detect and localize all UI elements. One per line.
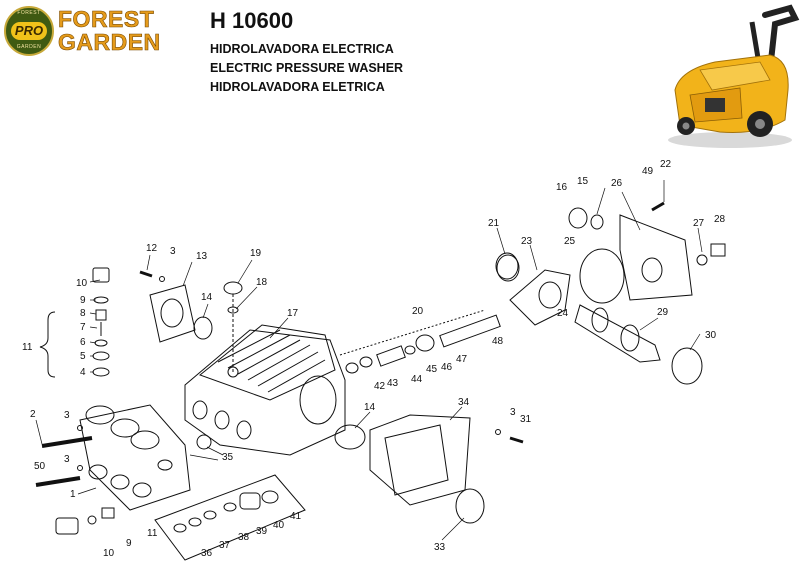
part-label-24: 24 bbox=[557, 308, 569, 319]
part-label-13: 13 bbox=[196, 251, 208, 262]
part-label-50: 50 bbox=[34, 461, 46, 472]
part-label-19: 19 bbox=[250, 248, 262, 259]
pressure-washer-photo bbox=[668, 4, 800, 148]
part-label-36: 36 bbox=[201, 548, 213, 559]
part-label-10: 10 bbox=[76, 278, 88, 289]
part-label-25: 25 bbox=[564, 236, 576, 247]
part-label-16: 16 bbox=[556, 182, 568, 193]
part-label-4: 4 bbox=[80, 367, 86, 378]
part-label-3: 3 bbox=[510, 407, 516, 418]
part-label-45: 45 bbox=[426, 364, 438, 375]
part-label-35: 35 bbox=[222, 452, 234, 463]
part-label-3: 3 bbox=[64, 410, 70, 421]
part-label-44: 44 bbox=[411, 374, 423, 385]
crankcase-part-34 bbox=[334, 414, 524, 524]
part-label-22: 22 bbox=[660, 159, 672, 170]
part-label-26: 26 bbox=[611, 178, 623, 189]
oil-cap-part-19 bbox=[223, 281, 243, 372]
model-number: H 10600 bbox=[210, 8, 294, 33]
part-label-28: 28 bbox=[714, 214, 726, 225]
piston-seal-set bbox=[154, 474, 306, 561]
part-label-12: 12 bbox=[146, 243, 158, 254]
bolts bbox=[35, 425, 93, 487]
subtitle-english: ELECTRIC PRESSURE WASHER bbox=[210, 61, 404, 75]
part-label-42: 42 bbox=[374, 381, 386, 392]
part-label-6: 6 bbox=[80, 337, 86, 348]
part-label-5: 5 bbox=[80, 351, 86, 362]
part-label-29: 29 bbox=[657, 307, 669, 318]
part-label-46: 46 bbox=[441, 362, 453, 373]
part-label-14: 14 bbox=[364, 402, 376, 413]
part-label-9: 9 bbox=[126, 538, 132, 549]
part-label-30: 30 bbox=[705, 330, 717, 341]
side-plate-part-13 bbox=[149, 284, 213, 343]
part-label-34: 34 bbox=[458, 397, 470, 408]
part-label-37: 37 bbox=[219, 540, 231, 551]
part-label-20: 20 bbox=[412, 306, 424, 317]
part-label-17: 17 bbox=[287, 308, 299, 319]
part-label-49: 49 bbox=[642, 166, 654, 177]
part-label-38: 38 bbox=[238, 532, 250, 543]
leader-lines bbox=[35, 180, 703, 541]
part-label-41: 41 bbox=[290, 511, 302, 522]
brand-line-1: FOREST bbox=[58, 6, 155, 32]
valve-stack bbox=[92, 267, 110, 377]
pro-badge-icon: FOREST PRO GARDEN bbox=[4, 6, 54, 56]
part-label-48: 48 bbox=[492, 336, 504, 347]
rear-cover-part-26 bbox=[568, 201, 726, 304]
subtitle-spanish: HIDROLAVADORA ELECTRICA bbox=[210, 42, 394, 56]
part-label-47: 47 bbox=[456, 354, 468, 365]
manifold-part-1 bbox=[79, 404, 191, 511]
part-label-15: 15 bbox=[577, 176, 589, 187]
part-label-39: 39 bbox=[256, 526, 268, 537]
plunger-assembly bbox=[339, 309, 501, 374]
part-label-23: 23 bbox=[521, 236, 533, 247]
part-label-1: 1 bbox=[70, 489, 76, 500]
part-label-18: 18 bbox=[256, 277, 268, 288]
part-label-2: 2 bbox=[30, 409, 36, 420]
connecting-rod-part-23 bbox=[496, 254, 571, 326]
part-label-31: 31 bbox=[520, 414, 532, 425]
part-label-14: 14 bbox=[201, 292, 213, 303]
plug-assembly bbox=[55, 507, 115, 535]
part-label-7: 7 bbox=[80, 322, 86, 333]
part-label-40: 40 bbox=[273, 520, 285, 531]
part-label-11: 11 bbox=[147, 528, 158, 539]
part-label-21: 21 bbox=[488, 218, 500, 229]
part-label-9: 9 bbox=[80, 295, 86, 306]
bearing-part-21 bbox=[495, 252, 519, 280]
badge-pro-text: PRO bbox=[11, 22, 47, 40]
part-label-10: 10 bbox=[103, 548, 115, 559]
part-label-3: 3 bbox=[170, 246, 176, 257]
part-label-3: 3 bbox=[64, 454, 70, 465]
forest-garden-logo: FOREST PRO GARDEN FOREST GARDEN bbox=[4, 6, 194, 58]
badge-ring-bottom: GARDEN bbox=[16, 44, 42, 50]
part-label-8: 8 bbox=[80, 308, 86, 319]
header: FOREST PRO GARDEN FOREST GARDEN H 10600 … bbox=[0, 0, 800, 110]
subtitle-portuguese: HIDROLAVADORA ELETRICA bbox=[210, 80, 385, 94]
part-label-33: 33 bbox=[434, 542, 446, 553]
part-label-43: 43 bbox=[387, 378, 399, 389]
part-label-11: 11 bbox=[22, 342, 33, 353]
part-number-labels: 10 9 8 7 6 5 4 11 2 3 3 50 1 10 9 11 12 … bbox=[22, 159, 726, 559]
screw-part-12 bbox=[139, 270, 165, 282]
group-bracket-11 bbox=[39, 311, 56, 378]
badge-ring-top: FOREST bbox=[17, 10, 41, 16]
pump-body-part-17 bbox=[184, 324, 346, 456]
crankshaft-part-29 bbox=[574, 304, 703, 385]
brand-line-2: GARDEN bbox=[58, 29, 161, 55]
part-label-27: 27 bbox=[693, 218, 705, 229]
seal-part-35 bbox=[196, 434, 212, 450]
